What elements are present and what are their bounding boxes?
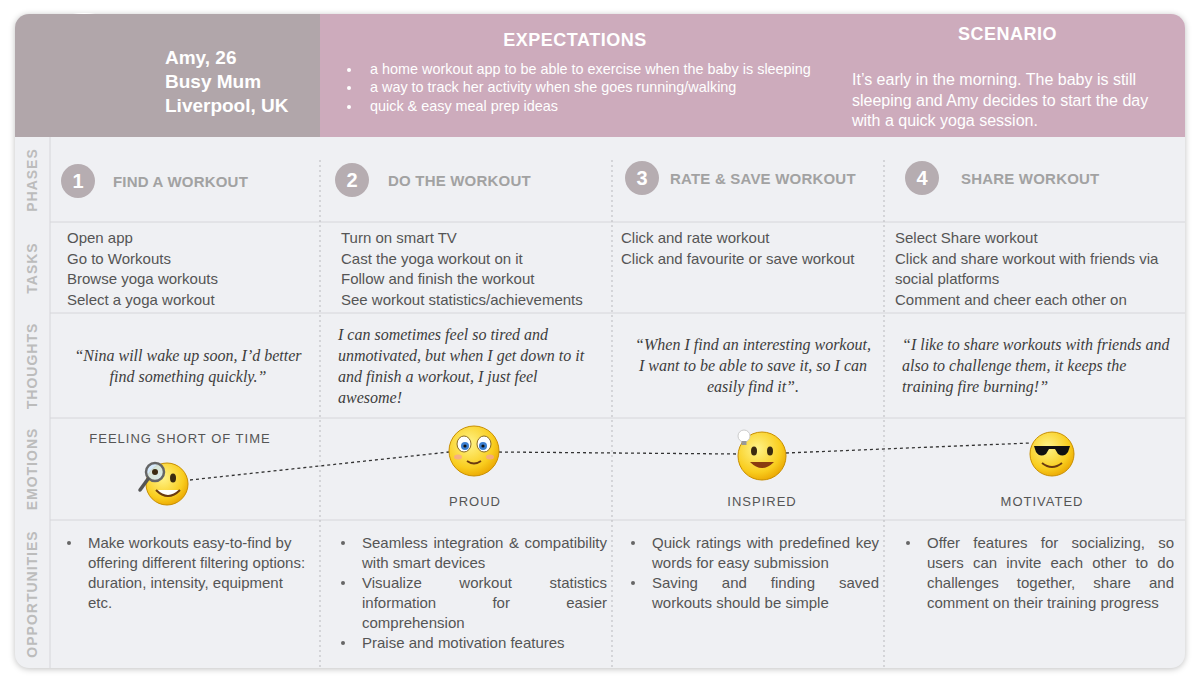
task-text: Open app bbox=[67, 228, 315, 249]
emotion-label-group: PROUD bbox=[449, 494, 501, 509]
panel-heading: SCENARIO bbox=[830, 24, 1185, 45]
emotion-label: INSPIRED bbox=[727, 494, 796, 509]
thought-quote: “When I find an interesting workout, I w… bbox=[634, 334, 872, 397]
thought-quote-group: I can sometimes feel so tired and unmoti… bbox=[338, 324, 604, 408]
opportunity-item-group: Seamless integration & compatibility wit… bbox=[337, 533, 607, 653]
row-label: TASKS bbox=[24, 242, 40, 293]
task-text-group: Turn on smart TVCast the yoga workout on… bbox=[341, 228, 609, 310]
opportunity-item: Offer features for socializing, so users… bbox=[902, 533, 1174, 613]
opportunity-item: Make workouts easy-to-find by offering d… bbox=[63, 533, 308, 613]
row-label: EMOTIONS bbox=[24, 428, 40, 511]
emoji-short-of-time bbox=[140, 463, 188, 505]
column-dividers bbox=[320, 160, 884, 668]
expectation-item: a home workout app to be able to exercis… bbox=[370, 60, 818, 78]
grid-lines bbox=[50, 137, 1185, 668]
opportunity-item-group: Offer features for socializing, so users… bbox=[902, 533, 1174, 613]
thought-quote: “Nina will wake up soon, I’d better find… bbox=[66, 345, 310, 387]
phase-title: RATE & SAVE WORKOUT bbox=[670, 170, 856, 187]
phase-title: SHARE WORKOUT bbox=[961, 170, 1099, 187]
thought-quote-group: “I like to share workouts with friends a… bbox=[902, 334, 1172, 397]
persona-text: Amy, 26Busy MumLiverpool, UK bbox=[165, 46, 289, 118]
task-text-group: Open appGo to WorkoutsBrowse yoga workou… bbox=[67, 228, 315, 310]
phase-header: 2 DO THE WORKOUT bbox=[335, 163, 531, 197]
emoji-inspired bbox=[738, 430, 786, 480]
persona-line: Liverpool, UK bbox=[165, 94, 289, 118]
task-text: Browse yoga workouts bbox=[67, 269, 315, 290]
opportunity-item: Quick ratings with predefined key words … bbox=[627, 533, 879, 573]
expectation-item: a way to track her activity when she goe… bbox=[370, 78, 818, 96]
phase-number: 2 bbox=[335, 163, 369, 197]
persona-panel: Amy, 26Busy MumLiverpool, UK bbox=[15, 14, 320, 137]
row-label: PHASES bbox=[24, 148, 40, 212]
row-label-group: PHASES bbox=[24, 148, 40, 212]
task-text: Turn on smart TV bbox=[341, 228, 609, 249]
row-label: OPPORTUNITIES bbox=[24, 530, 40, 657]
thought-quote: “I like to share workouts with friends a… bbox=[902, 334, 1172, 397]
opportunity-item: Visualize workout statistics information… bbox=[337, 573, 607, 633]
phase-title: FIND A WORKOUT bbox=[113, 173, 248, 190]
task-text: Follow and finish the workout bbox=[341, 269, 609, 290]
phase-number: 4 bbox=[905, 161, 939, 195]
opportunity-item-group: Quick ratings with predefined key words … bbox=[627, 533, 879, 613]
row-label-group: OPPORTUNITIES bbox=[24, 530, 40, 657]
emotion-label: PROUD bbox=[449, 494, 501, 509]
task-text: Comment and cheer each other on bbox=[895, 290, 1179, 311]
row-label-group: THOUGHTS bbox=[24, 322, 40, 409]
task-text: Go to Workouts bbox=[67, 249, 315, 270]
phase-number: 1 bbox=[61, 164, 95, 198]
task-text: Select a yoga workout bbox=[67, 290, 315, 311]
thought-quote: I can sometimes feel so tired and unmoti… bbox=[338, 324, 604, 408]
emoji-motivated bbox=[1030, 432, 1074, 476]
panel-body: a home workout app to be able to exercis… bbox=[370, 60, 818, 115]
header-panel: SCENARIO It’s early in the morning. The b… bbox=[830, 14, 1185, 137]
panel-body: It’s early in the morning. The baby is s… bbox=[852, 70, 1177, 132]
task-text: See workout statistics/achievements bbox=[341, 290, 609, 311]
row-label-group: TASKS bbox=[24, 242, 40, 293]
task-text-group: Select Share workoutClick and share work… bbox=[895, 228, 1179, 310]
task-text: Select Share workout bbox=[895, 228, 1179, 249]
emotion-label-group: INSPIRED bbox=[727, 494, 796, 509]
task-text: Click and rate workout bbox=[621, 228, 881, 249]
thought-quote-group: “Nina will wake up soon, I’d better find… bbox=[66, 345, 310, 387]
panel-heading: EXPECTATIONS bbox=[320, 30, 830, 51]
header-panel: EXPECTATIONS a home workout app to be abl… bbox=[320, 14, 830, 137]
row-label-group: EMOTIONS bbox=[24, 428, 40, 511]
phase-title: DO THE WORKOUT bbox=[388, 172, 531, 189]
persona-line: Busy Mum bbox=[165, 70, 289, 94]
phase-header: 3 RATE & SAVE WORKOUT bbox=[625, 161, 856, 195]
task-text: Click and share workout with friends via… bbox=[895, 249, 1179, 290]
scenario-text: It’s early in the morning. The baby is s… bbox=[852, 70, 1177, 132]
opportunity-item: Seamless integration & compatibility wit… bbox=[337, 533, 607, 573]
task-text: Cast the yoga workout on it bbox=[341, 249, 609, 270]
task-text-group: Click and rate workoutClick and favourit… bbox=[621, 228, 881, 269]
emotion-label: FEELING SHORT OF TIME bbox=[89, 431, 270, 446]
opportunity-item: Saving and finding saved workouts should… bbox=[627, 573, 879, 613]
persona-line: Amy, 26 bbox=[165, 46, 289, 70]
thought-quote-group: “When I find an interesting workout, I w… bbox=[634, 334, 872, 397]
opportunity-item-group: Make workouts easy-to-find by offering d… bbox=[63, 533, 308, 613]
emoji-proud bbox=[449, 426, 499, 476]
phase-header: 4 SHARE WORKOUT bbox=[905, 161, 1099, 195]
opportunity-item: Praise and motivation features bbox=[337, 633, 607, 653]
phase-header: 1 FIND A WORKOUT bbox=[61, 164, 248, 198]
emotion-line bbox=[190, 443, 1030, 480]
emotion-label-group: MOTIVATED bbox=[1001, 494, 1084, 509]
phase-number: 3 bbox=[625, 161, 659, 195]
emotion-label: MOTIVATED bbox=[1001, 494, 1084, 509]
task-text: Click and favourite or save workout bbox=[621, 249, 881, 270]
expectation-item: quick & easy meal prep ideas bbox=[370, 97, 818, 115]
row-label: THOUGHTS bbox=[24, 322, 40, 409]
emotion-label-group: FEELING SHORT OF TIME bbox=[89, 431, 270, 446]
